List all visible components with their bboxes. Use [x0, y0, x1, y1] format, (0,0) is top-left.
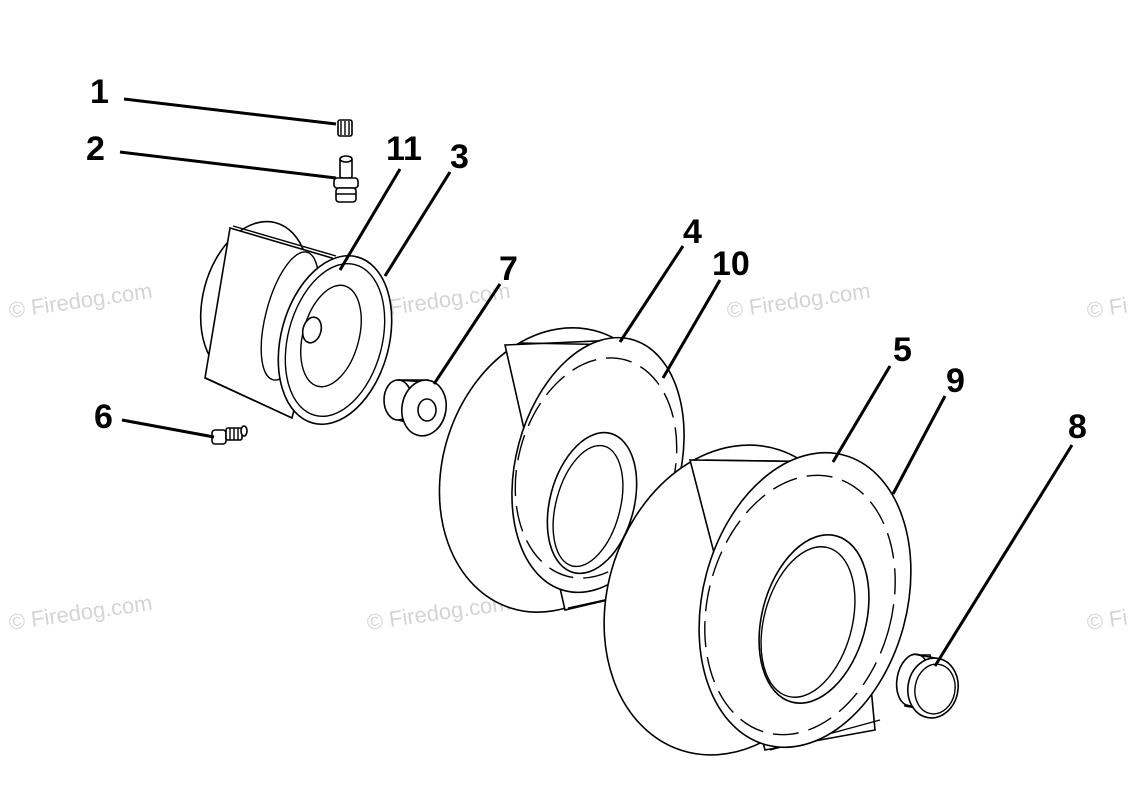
- leader-lines: [119, 97, 1074, 667]
- grease-fitting-part: [211, 425, 248, 445]
- watermark: © Firedog.com: [725, 278, 872, 323]
- leader-line-4: [618, 245, 685, 343]
- leader-line-9: [891, 395, 947, 495]
- callout-9: 9: [946, 362, 965, 400]
- callout-2: 2: [86, 130, 105, 168]
- callout-11: 11: [386, 130, 422, 168]
- callout-5: 5: [893, 331, 912, 369]
- bushing-part: [383, 379, 448, 437]
- watermark: © Fi: [1085, 605, 1129, 635]
- leader-line-2: [119, 150, 337, 180]
- leader-line-6: [121, 418, 215, 439]
- leader-line-3: [383, 171, 452, 277]
- valve-cap-part: [337, 119, 353, 137]
- wheel-rim-part: [199, 220, 393, 426]
- watermark: © Firedog.com: [7, 278, 154, 323]
- rear-tire-part: [603, 444, 912, 756]
- valve-stem-part: [333, 155, 359, 203]
- leader-line-11: [338, 168, 402, 271]
- leader-line-10: [661, 279, 722, 379]
- leader-line-8: [933, 444, 1074, 667]
- leader-line-5: [831, 365, 892, 463]
- callout-4: 4: [683, 213, 702, 251]
- callout-3: 3: [450, 138, 469, 176]
- leader-line-1: [123, 97, 337, 126]
- callout-10: 10: [712, 245, 750, 283]
- callout-1: 1: [90, 73, 109, 111]
- callout-7: 7: [499, 250, 518, 288]
- watermark: © Firedog.com: [7, 590, 154, 635]
- hub-cap-part: [895, 653, 959, 719]
- callouts: 1 2 11 3 7 6 4 10 5 9 8: [86, 73, 1087, 446]
- callout-6: 6: [94, 398, 113, 436]
- watermark: © Fi: [1085, 293, 1129, 323]
- leader-line-7: [432, 283, 502, 385]
- callout-8: 8: [1068, 408, 1087, 446]
